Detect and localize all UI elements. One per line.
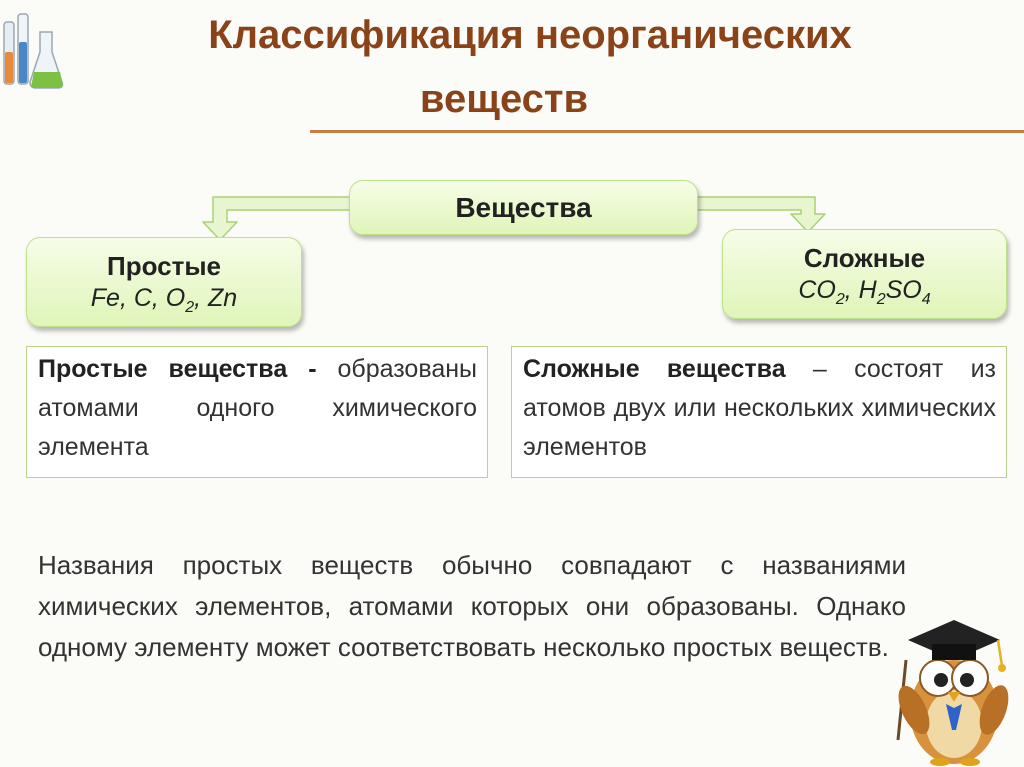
complex-definition-body: состоят из атомов двух или нескольких хи…: [523, 355, 997, 461]
substances-box: Вещества: [349, 180, 698, 235]
simple-definition-text: Простые вещества - образованы атомами од…: [38, 355, 478, 461]
owl-professor-icon: [896, 620, 1009, 766]
title-line-1: Классификация неорганических: [208, 13, 852, 57]
simple-definition-term: Простые вещества: [38, 355, 288, 383]
simple-definition-box: Простые вещества - образованы атомами од…: [26, 346, 488, 478]
simple-substances-box: Простые Fe, C, O2, Zn: [26, 237, 302, 327]
title-underline: [310, 130, 1024, 133]
simple-formula: Fe, C, O2, Zn: [90, 284, 238, 316]
lab-flasks-icon: [3, 13, 64, 89]
title-line-2: веществ: [419, 77, 589, 121]
connector-right-arrow: [695, 196, 826, 233]
simple-label: Простые: [107, 251, 221, 281]
complex-definition-box: Сложные вещества – состоят из атомов дву…: [511, 346, 1007, 478]
complex-substances-box: Сложные CO2, H2SO4: [722, 229, 1007, 319]
complex-formula: CO2, H2SO4: [798, 276, 931, 308]
complex-definition-text: Сложные вещества – состоят из атомов дву…: [523, 355, 997, 461]
substances-label: Вещества: [455, 192, 592, 223]
note-paragraph: Названия простых веществ обычно совпадаю…: [38, 550, 906, 662]
complex-label: Сложные: [803, 243, 926, 273]
complex-definition-term: Сложные вещества: [523, 355, 786, 383]
connector-left-arrow: [202, 196, 351, 241]
simple-definition-body: образованы атомами одного химического эл…: [38, 355, 478, 461]
